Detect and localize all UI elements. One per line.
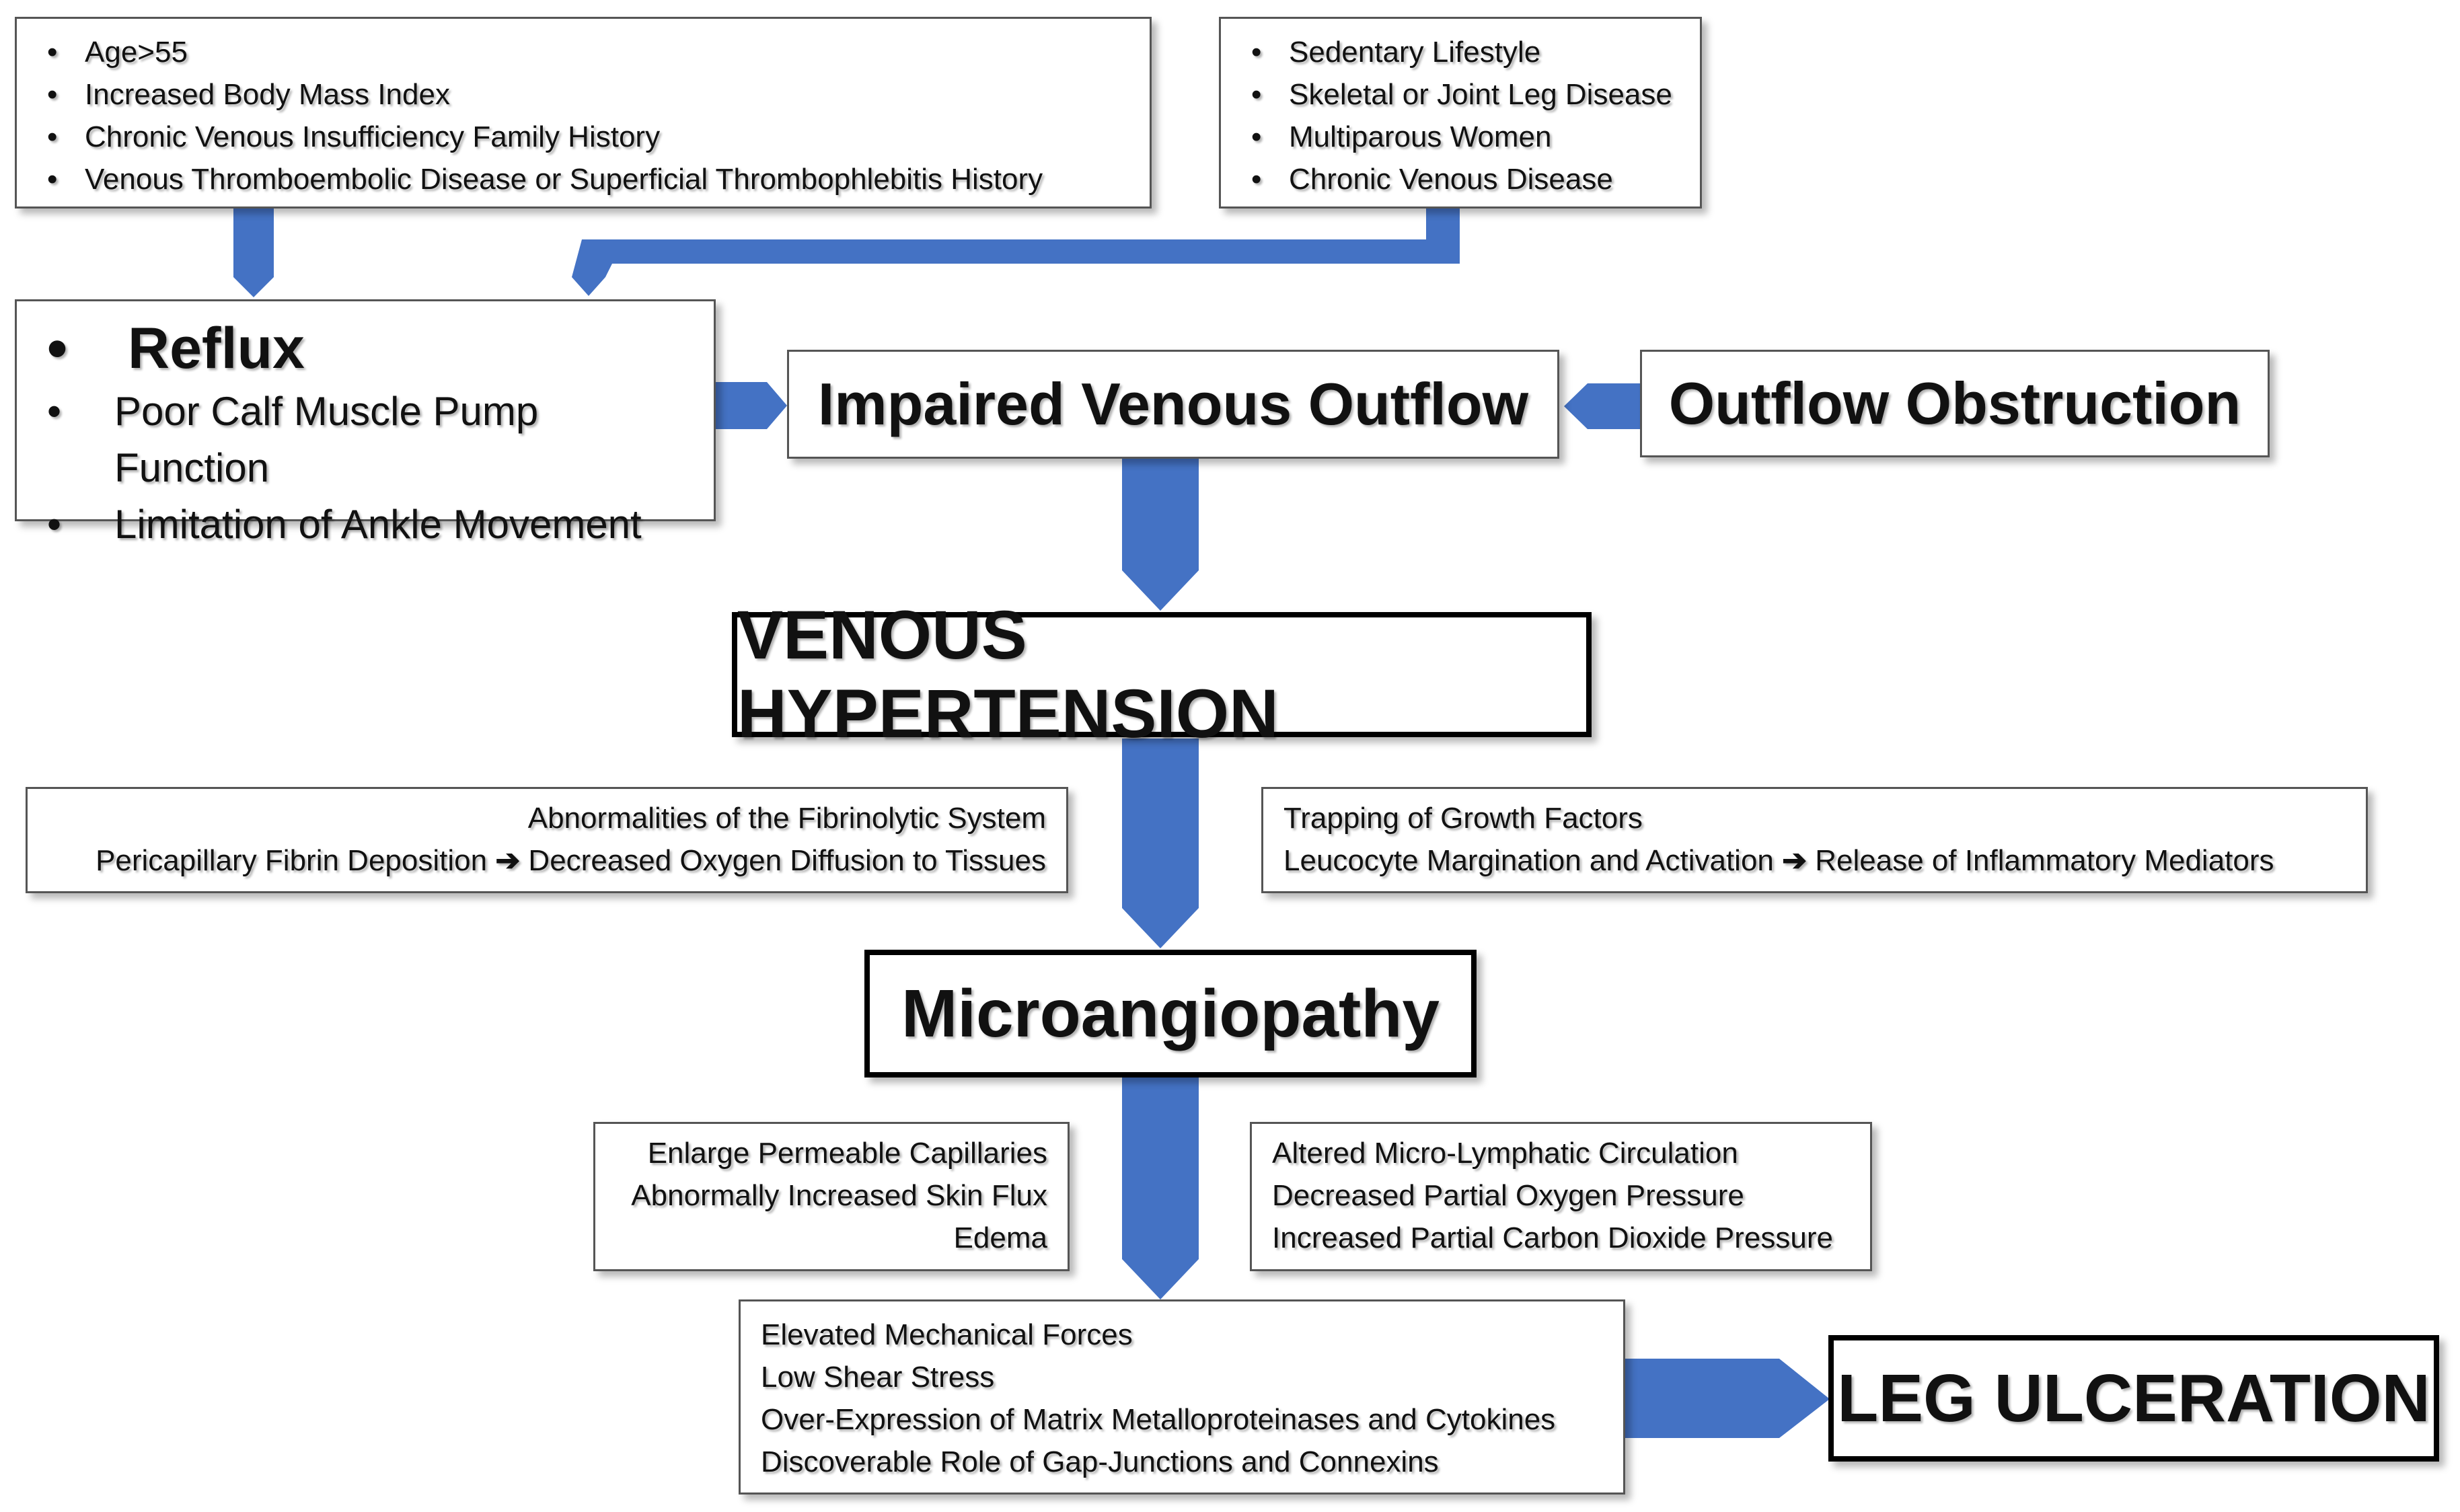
arrow-obstruction-to-outflow [1564, 383, 1641, 429]
mechanical-line: Low Shear Stress [761, 1361, 995, 1394]
impaired-venous-outflow-box: Impaired Venous Outflow [787, 350, 1559, 459]
leg-ulceration-box: LEG ULCERATION [1828, 1335, 2439, 1462]
lymphatic-line: Altered Micro-Lymphatic Circulation [1272, 1137, 1738, 1170]
risk-factors-right-box: Sedentary Lifestyle Skeletal or Joint Le… [1219, 17, 1702, 209]
arrow-micro-to-mechanical [1122, 1078, 1199, 1299]
fibrinolytic-line-2: Pericapillary Fibrin Deposition ➔ Decrea… [41, 839, 1046, 882]
right-arrow-icon: ➔ [1782, 844, 1807, 877]
fibrinolytic-box: Abnormalities of the Fibrinolytic System… [26, 787, 1068, 893]
impaired-venous-outflow-label: Impaired Venous Outflow [817, 371, 1529, 437]
growth-factors-line-2: Leucocyte Margination and Activation ➔ R… [1283, 839, 2352, 882]
risk-factor-item: Age>55 [47, 31, 1136, 73]
risk-factor-item: Increased Body Mass Index [47, 73, 1136, 116]
fibrinolytic-line-1: Abnormalities of the Fibrinolytic System [527, 802, 1046, 835]
fibrin-deposition-text: Pericapillary Fibrin Deposition [96, 844, 488, 877]
bullet-icon: • [47, 316, 68, 381]
mechanical-forces-box: Elevated Mechanical Forces Low Shear Str… [739, 1299, 1625, 1495]
reflux-items: Poor Calf Muscle Pump Function Limitatio… [47, 383, 700, 553]
right-arrow-icon: ➔ [495, 844, 521, 877]
arrow-outflow-to-hypertension [1122, 457, 1199, 611]
risk-factors-left-box: Age>55 Increased Body Mass Index Chronic… [15, 17, 1152, 209]
growth-factors-line-1: Trapping of Growth Factors [1283, 802, 1643, 835]
capillaries-box: Enlarge Permeable Capillaries Abnormally… [593, 1122, 1070, 1271]
risk-factor-item: Chronic Venous Disease [1251, 158, 1686, 200]
capillaries-line: Enlarge Permeable Capillaries [647, 1137, 1047, 1170]
reflux-title: Reflux [128, 316, 305, 381]
lymphatic-line: Decreased Partial Oxygen Pressure [1272, 1179, 1744, 1212]
inflammatory-mediators-text: Release of Inflammatory Mediators [1815, 844, 2274, 877]
risk-factor-item: Venous Thromboembolic Disease or Superfi… [47, 158, 1136, 200]
reflux-item: Poor Calf Muscle Pump Function [47, 383, 700, 496]
outflow-obstruction-box: Outflow Obstruction [1640, 350, 2270, 457]
leucocyte-text: Leucocyte Margination and Activation [1283, 844, 1774, 877]
arrow-mechanical-to-ulceration [1625, 1359, 1830, 1438]
capillaries-line: Abnormally Increased Skin Flux [631, 1179, 1047, 1212]
risk-factor-item: Multiparous Women [1251, 116, 1686, 158]
microangiopathy-label: Microangiopathy [901, 975, 1440, 1051]
risk-factors-right-list: Sedentary Lifestyle Skeletal or Joint Le… [1251, 31, 1686, 200]
risk-factor-item: Sedentary Lifestyle [1251, 31, 1686, 73]
outflow-obstruction-label: Outflow Obstruction [1668, 370, 2241, 437]
venous-hypertension-box: VENOUS HYPERTENSION [732, 597, 1592, 752]
venous-hypertension-label: VENOUS HYPERTENSION [737, 597, 1279, 752]
risk-factor-item: Skeletal or Joint Leg Disease [1251, 73, 1686, 116]
microangiopathy-box: Microangiopathy [864, 950, 1477, 1078]
growth-factors-box: Trapping of Growth Factors Leucocyte Mar… [1261, 787, 2368, 893]
mechanical-line: Discoverable Role of Gap-Junctions and C… [761, 1445, 1439, 1478]
arrow-risk-right-to-reflux [572, 209, 1460, 296]
arrow-risk-left-to-reflux [233, 209, 274, 297]
mechanical-line: Elevated Mechanical Forces [761, 1318, 1133, 1351]
capillaries-line: Edema [953, 1221, 1047, 1254]
leg-ulceration-label: LEG ULCERATION [1837, 1360, 2430, 1436]
reflux-item: Limitation of Ankle Movement [47, 496, 700, 553]
arrow-reflux-to-outflow [715, 382, 787, 429]
risk-factors-left-list: Age>55 Increased Body Mass Index Chronic… [47, 31, 1136, 200]
lymphatic-line: Increased Partial Carbon Dioxide Pressur… [1272, 1221, 1833, 1254]
oxygen-diffusion-text: Decreased Oxygen Diffusion to Tissues [528, 844, 1046, 877]
mechanical-line: Over-Expression of Matrix Metalloprotein… [761, 1403, 1556, 1436]
arrow-hypertension-to-micro [1122, 739, 1199, 948]
reflux-box: • Reflux Poor Calf Muscle Pump Function … [15, 299, 716, 553]
risk-factor-item: Chronic Venous Insufficiency Family Hist… [47, 116, 1136, 158]
lymphatic-box: Altered Micro-Lymphatic Circulation Decr… [1250, 1122, 1872, 1271]
reflux-title-row: • Reflux [47, 315, 700, 382]
